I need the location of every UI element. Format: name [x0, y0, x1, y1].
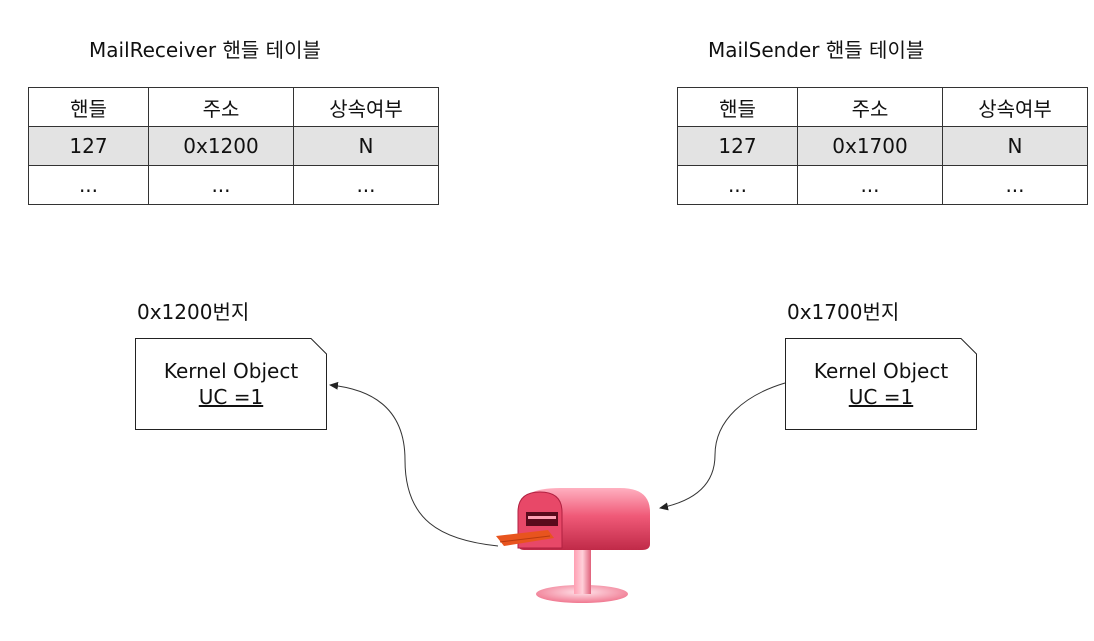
table-row: 127 0x1700 N: [677, 126, 1088, 166]
cell-handle: ...: [677, 165, 798, 205]
cell-inherit: N: [942, 126, 1088, 166]
sender-kernel-object: Kernel Object UC =1: [785, 338, 977, 430]
table-row: 127 0x1200 N: [28, 126, 439, 166]
cell-address: 0x1700: [797, 126, 943, 166]
arrow-from-sender-object: [659, 382, 786, 511]
header-inherit: 상속여부: [942, 87, 1088, 127]
receiver-table-title: MailReceiver 핸들 테이블: [89, 38, 321, 62]
receiver-address-label: 0x1200번지: [137, 300, 250, 324]
table-row: ... ... ...: [28, 165, 439, 205]
table-row: ... ... ...: [677, 165, 1088, 205]
arrow-to-receiver-object: [329, 381, 499, 547]
cell-inherit: ...: [293, 165, 439, 205]
kernel-object-name: Kernel Object: [163, 359, 299, 383]
receiver-kernel-object: Kernel Object UC =1: [135, 338, 327, 430]
cell-handle: 127: [677, 126, 798, 166]
header-handle: 핸들: [28, 87, 149, 127]
document-shape: [135, 338, 327, 430]
cell-inherit: ...: [942, 165, 1088, 205]
header-handle: 핸들: [677, 87, 798, 127]
header-inherit: 상속여부: [293, 87, 439, 127]
receiver-handle-table: 핸들 주소 상속여부 127 0x1200 N ... ... ...: [28, 87, 439, 205]
usage-count: UC =1: [198, 385, 264, 409]
sender-table-title: MailSender 핸들 테이블: [708, 38, 925, 62]
cell-handle: ...: [28, 165, 149, 205]
table-header-row: 핸들 주소 상속여부: [677, 87, 1088, 127]
sender-handle-table: 핸들 주소 상속여부 127 0x1700 N ... ... ...: [677, 87, 1088, 205]
document-shape: [785, 338, 977, 430]
kernel-object-name: Kernel Object: [813, 359, 949, 383]
mailbox-icon: [496, 488, 650, 603]
sender-address-label: 0x1700번지: [787, 300, 900, 324]
usage-count: UC =1: [848, 385, 914, 409]
